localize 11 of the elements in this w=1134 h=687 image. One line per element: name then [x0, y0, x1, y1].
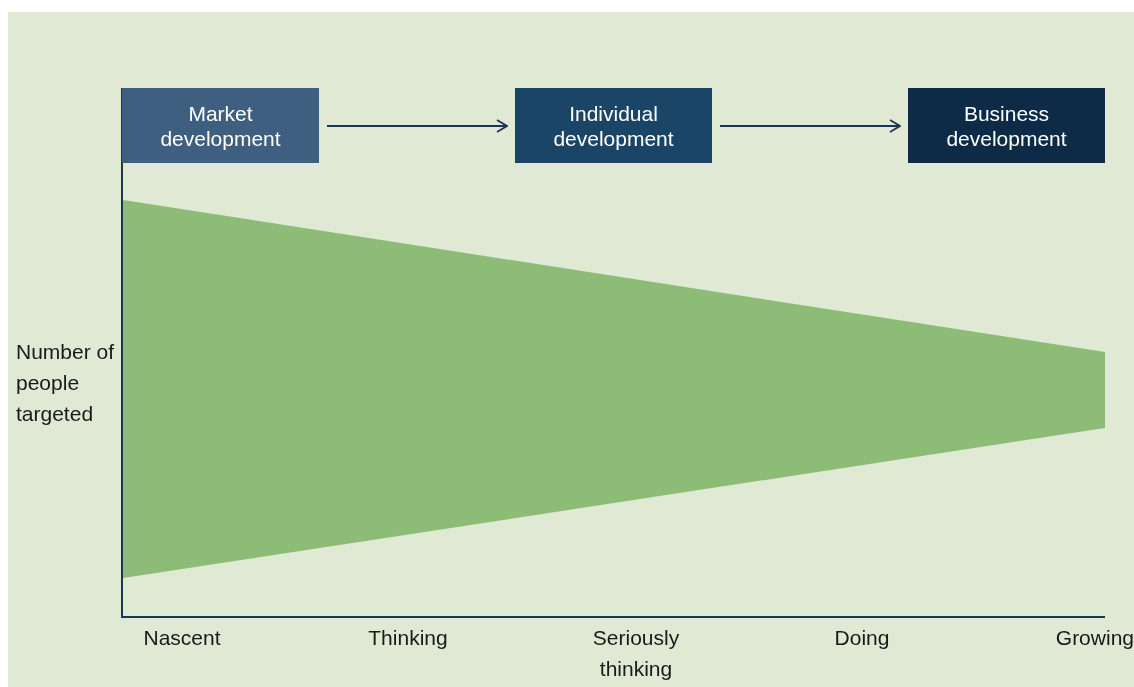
axis-label: Number of people targeted	[16, 339, 116, 427]
stage-box: Individual development	[515, 88, 712, 163]
arrow	[326, 119, 508, 133]
stage-label: Thinking	[367, 625, 449, 651]
stage-label: Nascent	[142, 625, 222, 651]
stage-box: Business development	[908, 88, 1105, 163]
stage-label: Growing	[1054, 625, 1134, 651]
stage-label: Doing	[833, 625, 891, 651]
stage-label: Seriously thinking	[591, 625, 681, 682]
stage-box: Market development	[122, 88, 319, 163]
arrow	[719, 119, 901, 133]
